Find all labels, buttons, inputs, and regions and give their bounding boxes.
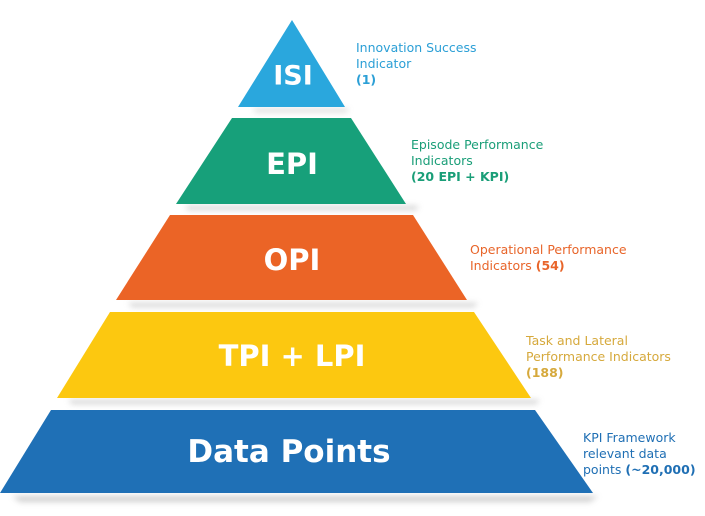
tier-isi-description: Innovation Success Indicator (1) xyxy=(356,40,476,88)
description-count: (20 EPI + KPI) xyxy=(411,169,510,184)
description-count: (54) xyxy=(535,258,565,273)
tier-tpi xyxy=(57,312,531,398)
tier-tpi-label: TPI + LPI xyxy=(219,339,366,373)
tier-opi-description: Operational Performance Indicators (54) xyxy=(470,242,627,274)
description-line: Episode Performance xyxy=(411,137,544,152)
description-line: relevant data xyxy=(583,446,667,461)
description-line: Performance Indicators xyxy=(526,349,671,364)
description-line: Indicator xyxy=(356,56,412,71)
tier-dp xyxy=(0,410,593,493)
description-line: Operational Performance xyxy=(470,242,627,257)
tier-isi xyxy=(238,20,345,107)
description-count: (~20,000) xyxy=(625,462,696,477)
description-line: Indicators xyxy=(470,258,532,273)
description-line: Indicators xyxy=(411,153,473,168)
description-count: (188) xyxy=(526,365,564,380)
description-line: KPI Framework xyxy=(583,430,676,445)
tier-epi-description: Episode Performance Indicators (20 EPI +… xyxy=(411,137,543,185)
tier-epi-label: EPI xyxy=(266,147,318,181)
tier-epi xyxy=(176,118,406,204)
description-count: (1) xyxy=(356,72,377,87)
tier-opi-label: OPI xyxy=(264,243,321,277)
tier-tpi-description: Task and Lateral Performance Indicators … xyxy=(526,333,671,381)
tier-dp-label: Data Points xyxy=(187,434,390,470)
tier-dp-description: KPI Framework relevant data points (~20,… xyxy=(583,430,696,478)
description-line: Innovation Success xyxy=(356,40,477,55)
description-line: Task and Lateral xyxy=(526,333,628,348)
description-line: points xyxy=(583,462,622,477)
tier-isi-label: ISI xyxy=(273,61,313,92)
tier-opi xyxy=(116,215,467,300)
